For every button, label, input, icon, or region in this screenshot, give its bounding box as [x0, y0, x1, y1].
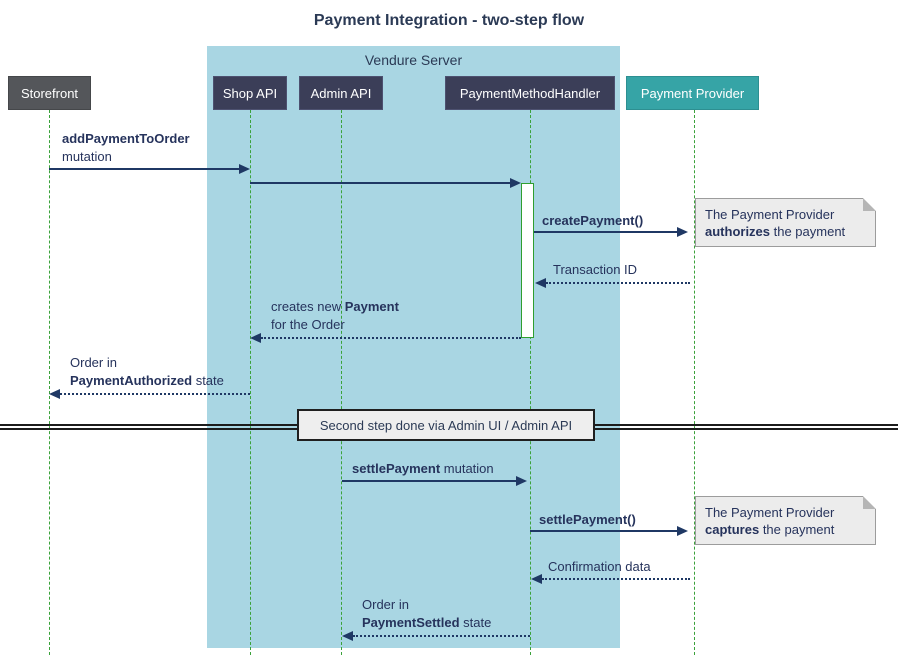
- message-label-confirmation-data: Confirmation data: [548, 558, 651, 576]
- note-authorizes: The Payment Provider authorizes the paym…: [695, 198, 876, 247]
- message-arrow-settle-payment-mutation: [342, 480, 525, 482]
- message-text: Payment: [344, 299, 399, 314]
- arrowhead-left-icon: [49, 389, 60, 399]
- participant-admin-api-label: Admin API: [310, 85, 372, 101]
- message-arrow-creates-payment: [261, 337, 521, 339]
- message-arrow-order-authorized: [60, 393, 250, 395]
- message-arrow-settle-payment-call: [530, 530, 677, 532]
- arrowhead-left-icon: [250, 333, 261, 343]
- lifeline-shop-api: [249, 110, 251, 655]
- message-label-settle-payment-call: settlePayment(): [539, 511, 636, 529]
- participant-payment-method-handler: PaymentMethodHandler: [445, 76, 615, 110]
- diagram-title: Payment Integration - two-step flow: [313, 12, 585, 29]
- message-arrow-create-payment: [534, 231, 677, 233]
- participant-storefront: Storefront: [8, 76, 91, 110]
- message-text: Confirmation data: [548, 559, 651, 574]
- message-text: for the Order: [271, 317, 345, 332]
- message-text: creates new: [271, 299, 345, 314]
- message-text: Transaction ID: [553, 262, 638, 277]
- arrowhead-right-icon: [516, 476, 527, 486]
- note-text: captures: [705, 522, 760, 537]
- message-text: createPayment(): [542, 213, 644, 228]
- lifeline-storefront: [48, 110, 50, 655]
- participant-storefront-label: Storefront: [20, 85, 79, 101]
- participant-shop-api: Shop API: [213, 76, 287, 110]
- arrowhead-right-icon: [677, 227, 688, 237]
- message-text: mutation: [62, 149, 112, 164]
- note-fold-corner-icon: [863, 496, 876, 509]
- message-label-add-payment: addPaymentToOrder mutation: [62, 130, 190, 166]
- activation-bar-payment-method-handler: [521, 183, 534, 338]
- lifeline-admin-api: [340, 110, 342, 655]
- divider-second-step: Second step done via Admin UI / Admin AP…: [297, 409, 595, 441]
- message-text: settlePayment: [352, 461, 441, 476]
- message-text: PaymentSettled: [362, 615, 460, 630]
- arrowhead-left-icon: [535, 278, 546, 288]
- participant-payment-method-handler-label: PaymentMethodHandler: [459, 85, 601, 101]
- arrowhead-right-icon: [510, 178, 521, 188]
- message-label-order-settled: Order in PaymentSettled state: [362, 596, 491, 632]
- message-arrow-transaction-id: [546, 282, 690, 284]
- participant-payment-provider-label: Payment Provider: [640, 85, 745, 101]
- message-label-settle-payment-mutation: settlePayment mutation: [352, 460, 494, 478]
- note-text: the payment: [759, 522, 835, 537]
- arrowhead-right-icon: [677, 526, 688, 536]
- vendure-server-label: Vendure Server: [364, 52, 463, 68]
- arrowhead-right-icon: [239, 164, 250, 174]
- note-captures: The Payment Provider captures the paymen…: [695, 496, 876, 545]
- message-arrow-add-payment: [49, 168, 240, 170]
- divider-label: Second step done via Admin UI / Admin AP…: [319, 417, 573, 433]
- message-label-order-authorized: Order in PaymentAuthorized state: [70, 354, 224, 390]
- message-arrow-confirmation-data: [542, 578, 690, 580]
- message-text: state: [459, 615, 492, 630]
- arrowhead-left-icon: [531, 574, 542, 584]
- note-text: The Payment Provider: [705, 505, 835, 520]
- message-label-create-payment: createPayment(): [542, 212, 643, 230]
- message-text: Order in: [362, 597, 409, 612]
- note-text: the payment: [770, 224, 846, 239]
- message-text: Order in: [70, 355, 117, 370]
- vendure-server-container: Vendure Server: [207, 46, 620, 648]
- message-arrow-shop-to-handler: [250, 182, 511, 184]
- message-text: mutation: [440, 461, 494, 476]
- message-label-creates-payment: creates new Payment for the Order: [271, 298, 399, 334]
- message-label-transaction-id: Transaction ID: [553, 261, 637, 279]
- note-text: authorizes: [705, 224, 771, 239]
- lifeline-payment-provider: [693, 110, 695, 655]
- arrowhead-left-icon: [342, 631, 353, 641]
- message-text: settlePayment(): [539, 512, 636, 527]
- note-text: The Payment Provider: [705, 207, 835, 222]
- message-text: addPaymentToOrder: [62, 131, 190, 146]
- message-text: state: [192, 373, 224, 388]
- note-fold-corner-icon: [863, 198, 876, 211]
- lifeline-payment-method-handler: [529, 110, 531, 655]
- participant-shop-api-label: Shop API: [222, 85, 278, 101]
- participant-admin-api: Admin API: [299, 76, 383, 110]
- message-text: PaymentAuthorized: [70, 373, 193, 388]
- participant-payment-provider: Payment Provider: [626, 76, 759, 110]
- message-arrow-order-settled: [353, 635, 530, 637]
